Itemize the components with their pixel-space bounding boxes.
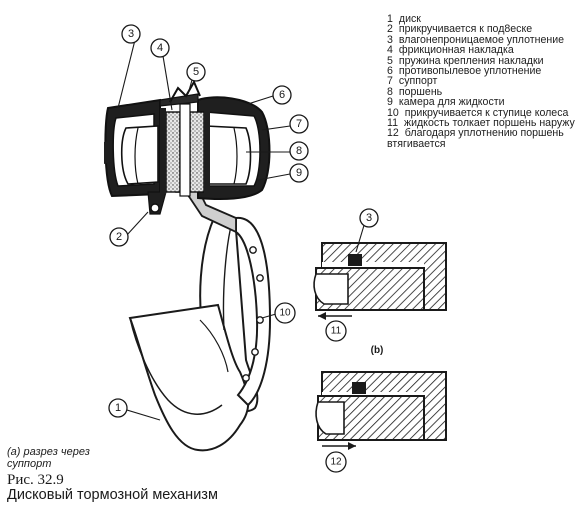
legend-item-text: противопылевое уплотнение (398, 65, 542, 78)
legend-item-number: 11 (387, 117, 398, 130)
hub-flange (222, 216, 272, 407)
seal-detail-top (313, 242, 447, 320)
legend-item-number: 4 (387, 44, 393, 57)
legend-item-number: 3 (387, 33, 393, 46)
svg-text:5: 5 (193, 66, 199, 78)
callout-10: 10 (274, 302, 296, 324)
legend-item-number: 8 (387, 85, 393, 98)
svg-text:6: 6 (279, 89, 285, 101)
caption-section-a: (a) разрез через суппорт (7, 446, 90, 470)
legend-item: 7 суппорт (387, 75, 587, 88)
bolt-hole (251, 348, 259, 356)
callout-5: 5 (186, 62, 206, 82)
legend-item-text: жидкость толкает поршень наружу (404, 117, 575, 130)
legend-item: 4 фрикционная накладка (387, 44, 587, 57)
legend-item: 2 прикручивается к под8еске (387, 23, 587, 36)
callout-6: 6 (272, 85, 292, 105)
callout-7: 7 (289, 114, 309, 134)
legend-item-number: 9 (387, 96, 393, 109)
callout-1: 1 (108, 398, 128, 418)
legend-item: 1 диск (387, 13, 587, 25)
legend-item-text: диск (398, 13, 421, 25)
svg-text:7: 7 (296, 118, 302, 130)
svg-text:9: 9 (296, 167, 302, 179)
legend-item-text: фрикционная накладка (398, 44, 514, 57)
bleed-nipple (104, 140, 112, 164)
callout-2: 2 (109, 227, 129, 247)
brake-disc (128, 216, 259, 452)
legend-item-text: прикручивается к под8еске (398, 23, 533, 36)
bolt-hole (249, 246, 257, 254)
pistons (120, 125, 252, 185)
legend-item: 10 прикручивается к ступице колеса (387, 106, 587, 119)
svg-text:2: 2 (116, 231, 122, 243)
bolt-hole (256, 316, 264, 324)
svg-text:1: 1 (115, 402, 121, 414)
figure-title: Дисковый тормозной механизм (7, 487, 218, 503)
leader-lines (117, 35, 366, 421)
legend-item: 9 камера для жидкости (387, 96, 587, 109)
pad-spring (169, 79, 201, 103)
callout-9: 9 (289, 163, 309, 183)
legend-item-number: 6 (387, 65, 393, 78)
figure-number: Рис. 32.9 (7, 472, 64, 488)
legend-item-number: 12 (387, 127, 399, 140)
legend-item: 11 жидкость толкает поршень наружу (387, 117, 587, 130)
seal-detail-bottom (315, 371, 447, 450)
svg-text:3: 3 (366, 212, 372, 224)
legend-item: 8 поршень (387, 85, 587, 98)
bolt-hole (256, 274, 264, 282)
arrow-right (348, 442, 356, 450)
callout-8: 8 (289, 141, 309, 161)
legend-item-text: поршень (398, 85, 443, 98)
legend-item-text: благодаря уплотнению поршень втягивается (387, 127, 564, 150)
svg-text:11: 11 (331, 326, 342, 337)
svg-text:12: 12 (330, 457, 342, 468)
disc-edge (179, 103, 191, 197)
seal (348, 254, 362, 266)
legend-item-text: пружина крепления накладки (398, 54, 544, 67)
legend-item-text: суппорт (398, 75, 438, 88)
legend-item-number: 1 (387, 13, 393, 25)
legend-item-number: 2 (387, 23, 393, 36)
legend-item: 5 пружина крепления накладки (387, 54, 587, 67)
legend-item-text: влагонепроницаемое уплотнение (398, 33, 565, 46)
parts-legend: 1 диск 2 прикручивается к под8еске 3 влагонеп… (387, 13, 587, 149)
svg-text:4: 4 (157, 42, 163, 54)
callout-3: 3 (121, 24, 141, 44)
legend-item-number: 7 (387, 75, 393, 88)
legend-item: 3 влагонепроницаемое уплотнение (387, 33, 587, 46)
callout-4: 4 (150, 38, 170, 58)
mount-bolt-hole (150, 203, 160, 213)
callout-11: 11 (325, 320, 347, 342)
seal (352, 382, 366, 394)
bolt-hole (242, 374, 250, 382)
callout-3-detail: 3 (359, 208, 379, 228)
arrow-left (318, 312, 326, 320)
svg-text:8: 8 (296, 145, 302, 157)
legend-item-number: 10 (387, 106, 399, 119)
panel-b-label: (b) (371, 345, 384, 356)
svg-text:3: 3 (128, 28, 134, 40)
legend-item: 6 противопылевое уплотнение (387, 65, 587, 78)
legend-item-number: 5 (387, 54, 393, 67)
legend-item-text: камера для жидкости (398, 96, 505, 109)
svg-text:10: 10 (279, 308, 291, 319)
friction-pads (160, 103, 210, 197)
legend-item-text: прикручивается к ступице колеса (404, 106, 569, 119)
callout-12: 12 (325, 451, 347, 473)
